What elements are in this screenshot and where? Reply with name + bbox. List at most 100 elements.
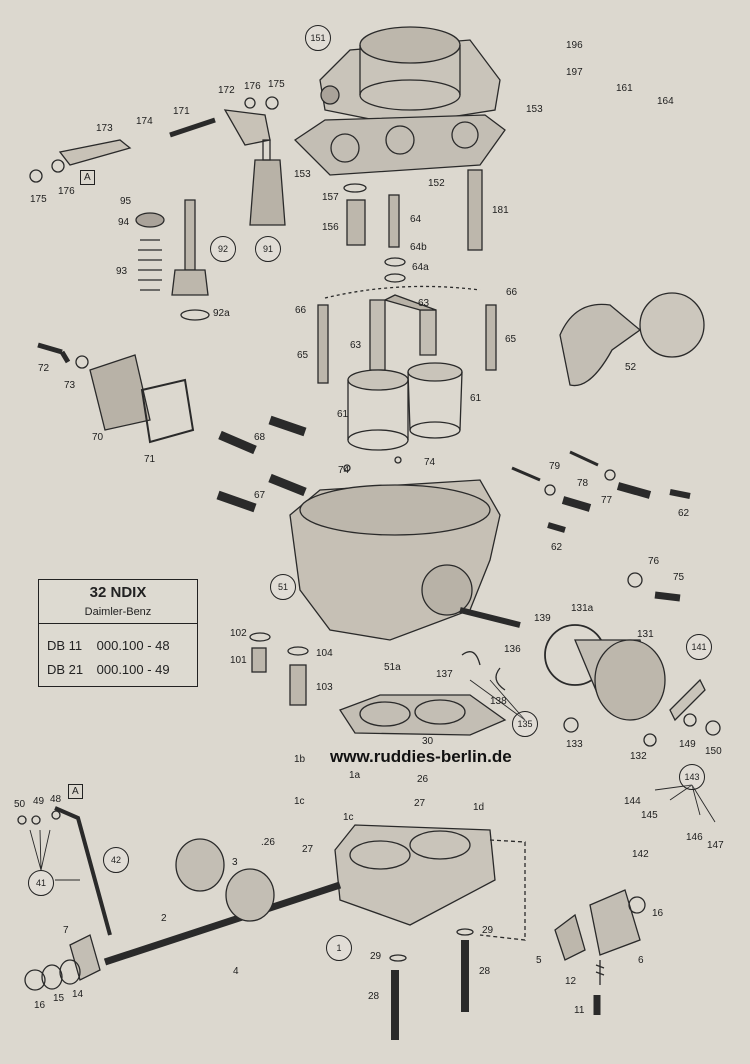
label-2: 2 xyxy=(161,913,167,924)
label-65a: 65 xyxy=(297,350,309,361)
label-152: 152 xyxy=(428,178,445,189)
label-176a: 176 xyxy=(244,81,261,92)
label-51a: 51a xyxy=(384,662,401,673)
label-65b: 65 xyxy=(505,334,517,345)
label-61b: 61 xyxy=(470,393,482,404)
label-132: 132 xyxy=(630,751,647,762)
label-139: 139 xyxy=(534,613,551,624)
label-172: 172 xyxy=(218,85,235,96)
label-74a: 74 xyxy=(338,465,350,476)
label-63b: 63 xyxy=(350,340,362,351)
label-7: 7 xyxy=(63,925,69,936)
adjusting-screws xyxy=(216,415,307,513)
label-79: 79 xyxy=(549,461,561,472)
label-11: 11 xyxy=(574,1005,585,1016)
mounting-bolts xyxy=(389,928,474,1040)
label-64b: 64b xyxy=(410,242,427,253)
throttle-plates xyxy=(175,838,275,922)
label-93: 93 xyxy=(116,266,128,277)
label-92a: 92a xyxy=(213,308,230,319)
variant-code: DB 11 xyxy=(47,638,83,653)
base-gasket xyxy=(339,694,507,736)
label-28b: 28 xyxy=(368,991,380,1002)
label-66a: 66 xyxy=(295,305,307,316)
label-95: 95 xyxy=(120,196,132,207)
label-A-bottom: A xyxy=(68,784,83,799)
venturi-assembly xyxy=(317,285,497,384)
variant-row: DB 21 000.100 - 49 xyxy=(47,662,170,677)
label-77: 77 xyxy=(601,495,613,506)
label-62b: 62 xyxy=(551,542,563,553)
label-52: 52 xyxy=(625,362,637,373)
throttle-lever xyxy=(17,806,112,936)
label-101: 101 xyxy=(230,655,247,666)
model-title: 32 NDIX xyxy=(89,584,147,601)
label-62a: 62 xyxy=(678,508,690,519)
carburetor-main-body xyxy=(289,456,521,641)
label-76: 76 xyxy=(648,556,660,567)
bottom-linkage xyxy=(24,934,101,991)
label-131: 131 xyxy=(637,629,654,640)
label-73: 73 xyxy=(64,380,76,391)
label-146: 146 xyxy=(686,832,703,843)
leader-lines xyxy=(29,679,716,881)
label-153b: 153 xyxy=(294,169,311,180)
label-14: 14 xyxy=(72,989,84,1000)
label-70: 70 xyxy=(92,432,104,443)
label-133: 133 xyxy=(566,739,583,750)
label-26a: 26 xyxy=(417,774,429,785)
pump-plungers xyxy=(135,139,286,321)
label-15: 15 xyxy=(53,993,65,1004)
label-26b: .26 xyxy=(261,837,275,848)
label-156: 156 xyxy=(322,222,339,233)
label-16b: 16 xyxy=(34,1000,46,1011)
label-16a: 16 xyxy=(652,908,664,919)
label-149: 149 xyxy=(679,739,696,750)
callout-92: 92 xyxy=(210,236,236,262)
callout-143: 143 xyxy=(679,764,705,790)
label-29a: 29 xyxy=(482,925,494,936)
label-50: 50 xyxy=(14,799,26,810)
label-5: 5 xyxy=(536,955,542,966)
accelerator-pump xyxy=(544,572,721,747)
label-104: 104 xyxy=(316,648,333,659)
model-maker: Daimler-Benz xyxy=(84,606,152,618)
label-174: 174 xyxy=(136,116,153,127)
label-175b: 175 xyxy=(30,194,47,205)
label-161: 161 xyxy=(616,83,633,94)
idle-parts xyxy=(249,632,506,706)
label-72: 72 xyxy=(38,363,50,374)
label-1a: 1a xyxy=(349,770,361,781)
choke-tubes xyxy=(347,362,463,451)
label-61a: 61 xyxy=(337,409,349,420)
variant-row: DB 11 000.100 - 48 xyxy=(47,638,170,653)
label-131a: 131a xyxy=(571,603,594,614)
label-142: 142 xyxy=(632,849,649,860)
label-1d: 1d xyxy=(473,802,485,813)
label-71: 71 xyxy=(144,454,156,465)
label-1b: 1b xyxy=(294,754,306,765)
variant-code: DB 21 xyxy=(47,662,84,677)
label-78: 78 xyxy=(577,478,589,489)
label-102: 102 xyxy=(230,628,247,639)
choke-cover xyxy=(559,292,705,387)
label-12: 12 xyxy=(565,976,577,987)
label-196: 196 xyxy=(566,40,583,51)
bottom-right-parts xyxy=(554,889,646,1015)
label-3: 3 xyxy=(232,857,238,868)
label-176b: 176 xyxy=(58,186,75,197)
callout-41: 41 xyxy=(28,870,54,896)
label-64: 64 xyxy=(410,214,422,225)
label-181: 181 xyxy=(492,205,509,216)
label-27a: 27 xyxy=(414,798,426,809)
model-divider xyxy=(39,623,197,624)
carburetor-top-cover xyxy=(319,26,501,126)
label-1c-1: 1c xyxy=(294,796,305,807)
label-138: 138 xyxy=(490,696,507,707)
label-136: 136 xyxy=(504,644,521,655)
label-4: 4 xyxy=(233,966,239,977)
label-153a: 153 xyxy=(526,104,543,115)
label-67: 67 xyxy=(254,490,266,501)
label-94: 94 xyxy=(118,217,130,228)
